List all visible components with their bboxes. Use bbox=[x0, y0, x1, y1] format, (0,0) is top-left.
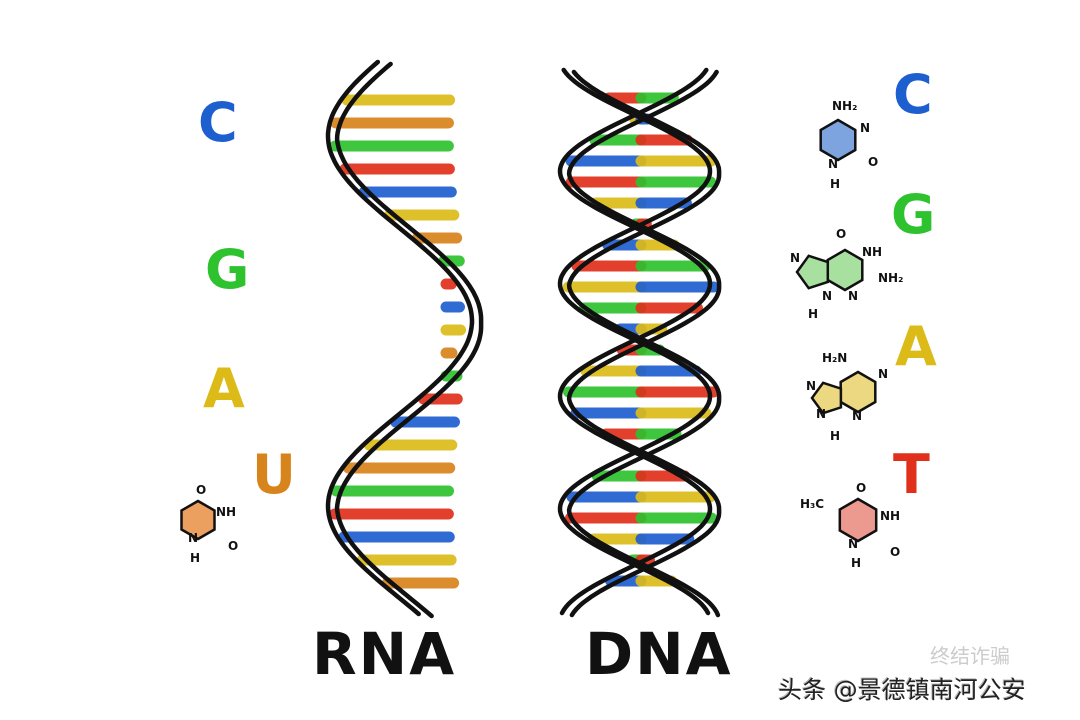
left-letter-c: C bbox=[198, 91, 238, 154]
thymine-atom-label: N bbox=[848, 537, 858, 551]
thymine-atom-label: H bbox=[851, 556, 861, 570]
dna-backbone-2-edge bbox=[557, 67, 713, 616]
guanine-atom-label: N bbox=[822, 289, 832, 303]
adenine-atom-label: N bbox=[878, 367, 888, 381]
left-letter-a: A bbox=[203, 357, 245, 420]
cytosine-atom-label: NH₂ bbox=[832, 99, 857, 113]
rna-backbone-edge bbox=[334, 61, 484, 619]
uracil-molecule: O NH O NH bbox=[180, 483, 238, 565]
dna-backbone-2-edge bbox=[566, 69, 722, 618]
dna-label: DNA bbox=[585, 620, 733, 688]
guanine-atom-label: N bbox=[848, 289, 858, 303]
left-letter-u: U bbox=[252, 443, 296, 506]
rna-backbone bbox=[325, 59, 484, 619]
dna-backbone-1-edge bbox=[557, 67, 713, 616]
right-letter-g: G bbox=[891, 183, 936, 246]
guanine-ring bbox=[826, 248, 864, 292]
cytosine-ring bbox=[819, 118, 857, 162]
thymine-atom-label: H₃C bbox=[800, 497, 824, 511]
adenine-atom-label: N bbox=[852, 409, 862, 423]
guanine-atom-label: N bbox=[790, 251, 800, 265]
adenine-ring bbox=[810, 381, 843, 415]
guanine-atom-label: NH bbox=[862, 245, 882, 259]
guanine-atom-label: NH₂ bbox=[878, 271, 903, 285]
guanine-atom-label: H bbox=[808, 307, 818, 321]
uracil-atom-label: N bbox=[188, 531, 198, 545]
uracil-atom-label: O bbox=[228, 539, 238, 553]
adenine-atom-label: H bbox=[830, 429, 840, 443]
adenine-atom-label: N bbox=[806, 379, 816, 393]
right-letter-t: T bbox=[893, 443, 930, 506]
cytosine-atom-label: N bbox=[860, 121, 870, 135]
cytosine-atom-label: N bbox=[828, 157, 838, 171]
thymine-ring bbox=[838, 497, 878, 543]
watermark-faded: 终结诈骗 bbox=[930, 644, 1010, 668]
left-letter-g: G bbox=[205, 238, 250, 301]
guanine-atom-label: O bbox=[836, 227, 846, 241]
thymine-atom-label: O bbox=[856, 481, 866, 495]
uracil-atom-label: O bbox=[196, 483, 206, 497]
watermark: 头条 @景德镇南河公安 bbox=[778, 676, 1026, 704]
adenine-atom-label: H₂N bbox=[822, 351, 847, 365]
right-letter-c: C bbox=[893, 63, 933, 126]
cytosine-atom-label: O bbox=[868, 155, 878, 169]
uracil-atom-label: H bbox=[190, 551, 200, 565]
thymine-molecule: H₃C O NH O NH bbox=[800, 481, 900, 570]
rna-label: RNA bbox=[312, 620, 457, 688]
thymine-atom-label: NH bbox=[880, 509, 900, 523]
rna-backbone-edge bbox=[325, 59, 475, 617]
right-letter-a: A bbox=[895, 315, 937, 378]
guanine-ring bbox=[795, 254, 830, 290]
uracil-atom-label: NH bbox=[216, 505, 236, 519]
dna-backbone-2 bbox=[557, 67, 722, 618]
adenine-ring bbox=[839, 370, 877, 414]
uracil-ring bbox=[180, 499, 216, 541]
cytosine-atom-label: H bbox=[830, 177, 840, 191]
adenine-atom-label: N bbox=[816, 407, 826, 421]
thymine-atom-label: O bbox=[890, 545, 900, 559]
